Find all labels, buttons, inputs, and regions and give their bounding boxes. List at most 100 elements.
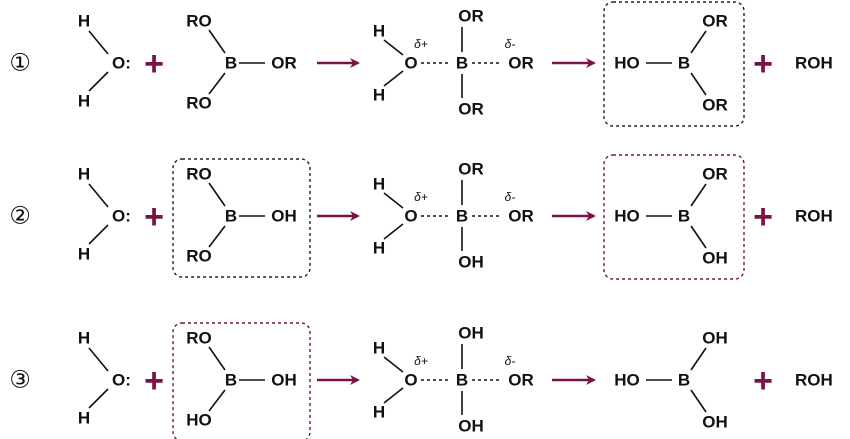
product-top-substituent: OR	[702, 12, 728, 31]
product-bottom-substituent: OR	[702, 96, 728, 115]
water-bond-bottom	[88, 388, 109, 409]
water-hydrogen-bottom: H	[78, 92, 90, 111]
reactant-bond-top	[208, 29, 226, 54]
product-boron: B	[678, 207, 690, 226]
reactant-bond-bottom	[208, 389, 226, 412]
product-bond-bottom	[690, 389, 707, 413]
product-bond-bottom	[690, 72, 707, 96]
ts-top-substituent: OR	[458, 7, 484, 26]
reactant-boron: B	[225, 54, 237, 73]
delta-minus-label: δ-	[505, 37, 516, 51]
product-bottom-substituent: OH	[702, 413, 728, 432]
reactant-bottom-substituent: HO	[186, 411, 212, 430]
step-number: ①	[9, 50, 31, 77]
ts-water-hydrogen-top: H	[373, 175, 385, 194]
water-oxygen: O:	[112, 207, 131, 226]
product-boron: B	[678, 371, 690, 390]
delta-plus-label: δ+	[414, 354, 428, 368]
product-highlight-box	[603, 154, 745, 280]
ts-water-hydrogen-bottom: H	[373, 86, 385, 105]
reactant-top-substituent: RO	[186, 12, 212, 31]
ts-bond-h-bottom	[383, 223, 404, 240]
ts-water-hydrogen-top: H	[373, 339, 385, 358]
step-number: ③	[9, 367, 31, 394]
ts-leaving-group: OR	[508, 207, 534, 226]
reactant-right-substituent: OH	[271, 371, 297, 390]
ts-boron: B	[456, 207, 468, 226]
reactant-bottom-substituent: RO	[186, 247, 212, 266]
plus-sign-left: +	[144, 198, 164, 236]
water-oxygen: O:	[112, 54, 131, 73]
ts-top-substituent: OR	[458, 160, 484, 179]
reactant-highlight-box	[172, 158, 311, 278]
water-bond-bottom	[88, 71, 109, 92]
ts-bond-h-top	[383, 39, 404, 56]
water-hydrogen-top: H	[78, 165, 90, 184]
product-boron: B	[678, 54, 690, 73]
water-hydrogen-bottom: H	[78, 409, 90, 428]
product-left-substituent: HO	[614, 371, 640, 390]
product-highlight-box	[603, 1, 745, 127]
ts-bond-h-bottom	[383, 70, 404, 87]
product-bond-top	[690, 183, 707, 207]
delta-plus-label: δ+	[414, 190, 428, 204]
water-bond-top	[88, 30, 109, 55]
reactant-boron: B	[225, 371, 237, 390]
ts-water-oxygen: O	[404, 371, 417, 390]
ts-water-hydrogen-bottom: H	[373, 239, 385, 258]
reactant-right-substituent: OH	[271, 207, 297, 226]
plus-sign-right: +	[753, 198, 773, 236]
plus-sign-right: +	[753, 362, 773, 400]
ts-bond-h-top	[383, 192, 404, 209]
ts-boron: B	[456, 371, 468, 390]
water-bond-top	[88, 183, 109, 208]
water-hydrogen-top: H	[78, 329, 90, 348]
ts-water-oxygen: O	[404, 54, 417, 73]
water-hydrogen-bottom: H	[78, 245, 90, 264]
product-top-substituent: OH	[702, 329, 728, 348]
plus-sign-left: +	[144, 45, 164, 83]
ts-boron: B	[456, 54, 468, 73]
ts-water-hydrogen-top: H	[373, 22, 385, 41]
reactant-bond-top	[208, 346, 226, 371]
ts-bottom-substituent: OH	[458, 417, 484, 436]
ts-bond-h-top	[383, 356, 404, 373]
ts-bond-h-bottom	[383, 387, 404, 404]
product-left-substituent: HO	[614, 207, 640, 226]
reactant-right-substituent: OR	[271, 54, 297, 73]
reactant-bond-bottom	[208, 225, 226, 248]
reactant-bond-bottom	[208, 72, 226, 95]
plus-sign-left: +	[144, 362, 164, 400]
byproduct-alcohol: ROH	[795, 371, 833, 390]
ts-bottom-substituent: OR	[458, 100, 484, 119]
plus-sign-right: +	[753, 45, 773, 83]
product-bottom-substituent: OH	[702, 249, 728, 268]
product-bond-top	[690, 347, 707, 371]
water-hydrogen-top: H	[78, 12, 90, 31]
ts-bottom-substituent: OH	[458, 253, 484, 272]
delta-plus-label: δ+	[414, 37, 428, 51]
ts-leaving-group: OR	[508, 371, 534, 390]
reactant-top-substituent: RO	[186, 329, 212, 348]
water-bond-top	[88, 347, 109, 372]
reactant-bottom-substituent: RO	[186, 94, 212, 113]
byproduct-alcohol: ROH	[795, 207, 833, 226]
delta-minus-label: δ-	[505, 190, 516, 204]
reactant-top-substituent: RO	[186, 165, 212, 184]
product-left-substituent: HO	[614, 54, 640, 73]
water-oxygen: O:	[112, 371, 131, 390]
reactant-boron: B	[225, 207, 237, 226]
ts-top-substituent: OH	[458, 324, 484, 343]
delta-minus-label: δ-	[505, 354, 516, 368]
byproduct-alcohol: ROH	[795, 54, 833, 73]
water-bond-bottom	[88, 224, 109, 245]
ts-water-hydrogen-bottom: H	[373, 403, 385, 422]
step-number: ②	[9, 203, 31, 230]
product-top-substituent: OR	[702, 165, 728, 184]
ts-water-oxygen: O	[404, 207, 417, 226]
